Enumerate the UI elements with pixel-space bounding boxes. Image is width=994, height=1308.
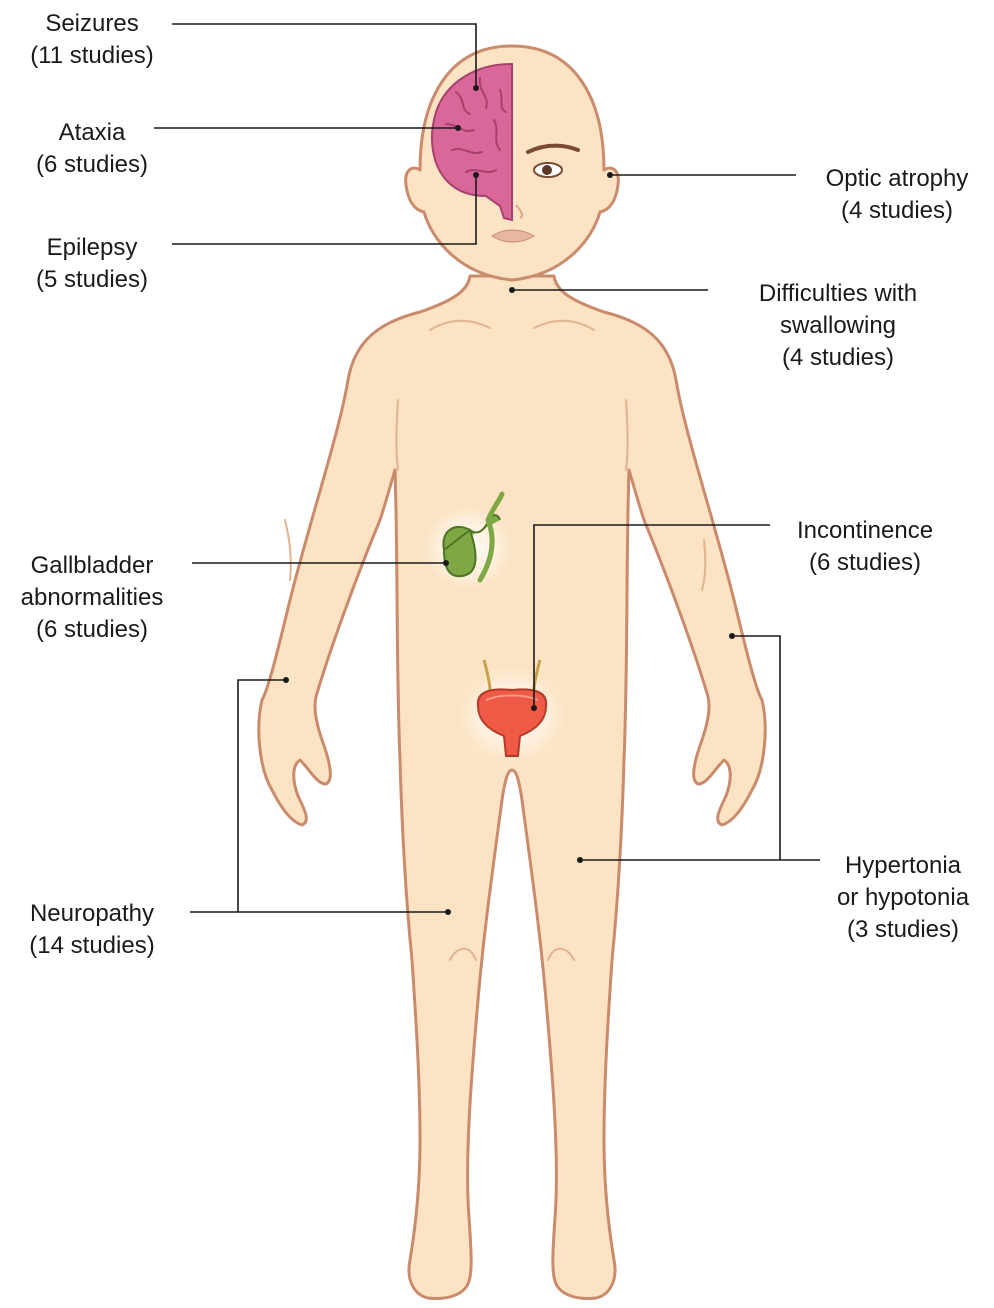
label-gallbladder: Gallbladder abnormalities (6 studies) <box>0 550 184 646</box>
leader-seizures <box>172 24 476 88</box>
label-seizures-count: (11 studies) <box>2 40 182 72</box>
label-seizures-name: Seizures <box>2 8 182 40</box>
label-swallowing-count: (4 studies) <box>728 342 948 374</box>
label-gallbladder-count: (6 studies) <box>0 614 184 646</box>
label-epilepsy-name: Epilepsy <box>2 232 182 264</box>
label-optic-atrophy: Optic atrophy (4 studies) <box>800 163 994 227</box>
label-optic-atrophy-name: Optic atrophy <box>800 163 994 195</box>
label-ataxia-count: (6 studies) <box>2 149 182 181</box>
label-swallowing-line2: swallowing <box>728 310 948 342</box>
label-neuropathy-name: Neuropathy <box>2 898 182 930</box>
label-hypertonia: Hypertonia or hypotonia (3 studies) <box>812 850 994 946</box>
label-ataxia: Ataxia (6 studies) <box>2 117 182 181</box>
label-gallbladder-line2: abnormalities <box>0 582 184 614</box>
label-hypertonia-count: (3 studies) <box>812 914 994 946</box>
label-swallowing-line1: Difficulties with <box>728 278 948 310</box>
label-incontinence-name: Incontinence <box>770 515 960 547</box>
label-epilepsy-count: (5 studies) <box>2 264 182 296</box>
label-gallbladder-line1: Gallbladder <box>0 550 184 582</box>
label-optic-atrophy-count: (4 studies) <box>800 195 994 227</box>
bladder <box>450 659 574 771</box>
label-hypertonia-line2: or hypotonia <box>812 882 994 914</box>
label-incontinence-count: (6 studies) <box>770 547 960 579</box>
label-swallowing: Difficulties with swallowing (4 studies) <box>728 278 948 374</box>
label-neuropathy: Neuropathy (14 studies) <box>2 898 182 962</box>
label-epilepsy: Epilepsy (5 studies) <box>2 232 182 296</box>
label-seizures: Seizures (11 studies) <box>2 8 182 72</box>
label-incontinence: Incontinence (6 studies) <box>770 515 960 579</box>
label-hypertonia-line1: Hypertonia <box>812 850 994 882</box>
label-neuropathy-count: (14 studies) <box>2 930 182 962</box>
label-ataxia-name: Ataxia <box>2 117 182 149</box>
iris <box>542 165 552 175</box>
